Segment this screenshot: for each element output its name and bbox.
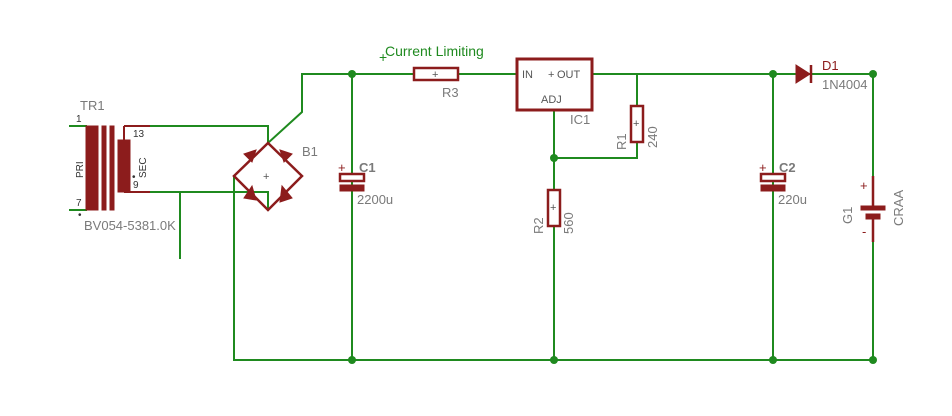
resistor-r1[interactable]: + R1 240	[614, 104, 660, 150]
c1-name: C1	[359, 160, 376, 175]
tr1-dot-icon-2: •	[132, 172, 136, 183]
current-limiting-label: Current Limiting	[385, 43, 484, 59]
transformer-tr1[interactable]: TR1 1 7 13 9 PRI SEC BV054-5381.0K • •	[69, 98, 176, 233]
junction-dot	[348, 356, 356, 364]
r2-plus-icon: +	[550, 202, 556, 214]
ic1-name: IC1	[570, 112, 590, 127]
ic1-plus-icon: +	[548, 69, 554, 81]
bridge-diode-icon	[279, 184, 293, 203]
c2-name: C2	[779, 160, 796, 175]
tr1-core	[101, 125, 107, 211]
ic1-in-label: IN	[522, 69, 533, 81]
r1-name: R1	[614, 133, 629, 150]
junction-dot	[869, 356, 877, 364]
c2-value: 220u	[778, 192, 807, 207]
junction-dot	[769, 356, 777, 364]
capacitor-c2[interactable]: + C2 220u	[759, 160, 807, 207]
tr1-pin7-label: 7	[76, 198, 82, 209]
bridge-outline	[232, 141, 304, 212]
regulator-ic1[interactable]: IN + OUT ADJ IC1	[515, 57, 594, 127]
g1-name: G1	[840, 207, 855, 224]
bridge-diode-icon	[243, 184, 257, 201]
bridge-plus-label: +	[263, 171, 269, 183]
junction-dot	[869, 70, 877, 78]
tr1-secondary-label: SEC	[138, 157, 149, 178]
g1-plate-positive	[860, 205, 886, 211]
wire-ground-rail	[233, 175, 874, 361]
c1-plus-icon: +	[338, 160, 346, 175]
bridge-diode-icon	[279, 149, 293, 163]
wire-sec-top	[149, 125, 269, 144]
r1-value: 240	[645, 126, 660, 148]
g1-value: CRAA	[891, 190, 906, 226]
g1-minus-label: -	[862, 224, 866, 239]
annotation-anchor-icon: +	[379, 49, 387, 65]
d1-name: D1	[822, 58, 839, 73]
c1-plate-top	[338, 172, 366, 183]
diode-d1[interactable]: D1 1N4004	[787, 58, 868, 92]
tr1-pin9-label: 9	[133, 180, 139, 191]
tr1-value: BV054-5381.0K	[84, 218, 176, 233]
c2-plate-bottom	[760, 184, 786, 192]
battery-g1[interactable]: + - G1 CRAA	[840, 176, 906, 242]
ic1-adj-label: ADJ	[541, 94, 562, 106]
d1-value: 1N4004	[822, 77, 868, 92]
tr1-secondary-coil	[117, 139, 131, 193]
bridge-name: B1	[302, 144, 318, 159]
r1-plus-icon: +	[633, 118, 639, 130]
wire-sec-bottom-2	[149, 191, 269, 211]
r3-body	[412, 66, 460, 82]
resistor-r2[interactable]: + R2 560	[531, 188, 576, 234]
wire-bridge-to-top-rail	[266, 73, 415, 145]
r3-plus-icon: +	[432, 69, 438, 81]
c2-plate-top	[759, 172, 787, 183]
tr1-name: TR1	[80, 98, 105, 113]
r1-body	[629, 104, 645, 144]
bridge-diode-icon	[243, 149, 257, 163]
g1-plate-negative	[865, 213, 881, 220]
r2-name: R2	[531, 217, 546, 234]
tr1-pin1-label: 1	[76, 114, 82, 125]
junction-dot	[550, 356, 558, 364]
tr1-core-2	[109, 125, 115, 211]
capacitor-c1[interactable]: + C1 2200u	[338, 160, 393, 207]
bridge-b1[interactable]: + B1	[232, 141, 318, 212]
ic1-out-label: OUT	[557, 69, 581, 81]
ic1-body	[515, 57, 594, 112]
tr1-dot-icon: •	[78, 210, 82, 221]
tr1-primary-label: PRI	[75, 161, 86, 178]
junction-dot	[348, 70, 356, 78]
wire-r1-bottom	[553, 141, 638, 159]
tr1-primary-coil	[85, 125, 99, 211]
g1-plus-label: +	[860, 178, 868, 193]
c2-plus-icon: +	[759, 160, 767, 175]
tr1-pin13-label: 13	[133, 129, 145, 140]
c1-plate-bottom	[339, 184, 365, 192]
junction-dot	[550, 154, 558, 162]
d1-diode-icon	[795, 64, 811, 84]
junction-dot	[769, 70, 777, 78]
r2-value: 560	[561, 212, 576, 234]
r3-name: R3	[442, 85, 459, 100]
resistor-r3[interactable]: + R3	[412, 66, 460, 100]
c1-value: 2200u	[357, 192, 393, 207]
wires	[149, 73, 874, 361]
junctions	[348, 70, 877, 364]
r2-body	[546, 188, 562, 228]
